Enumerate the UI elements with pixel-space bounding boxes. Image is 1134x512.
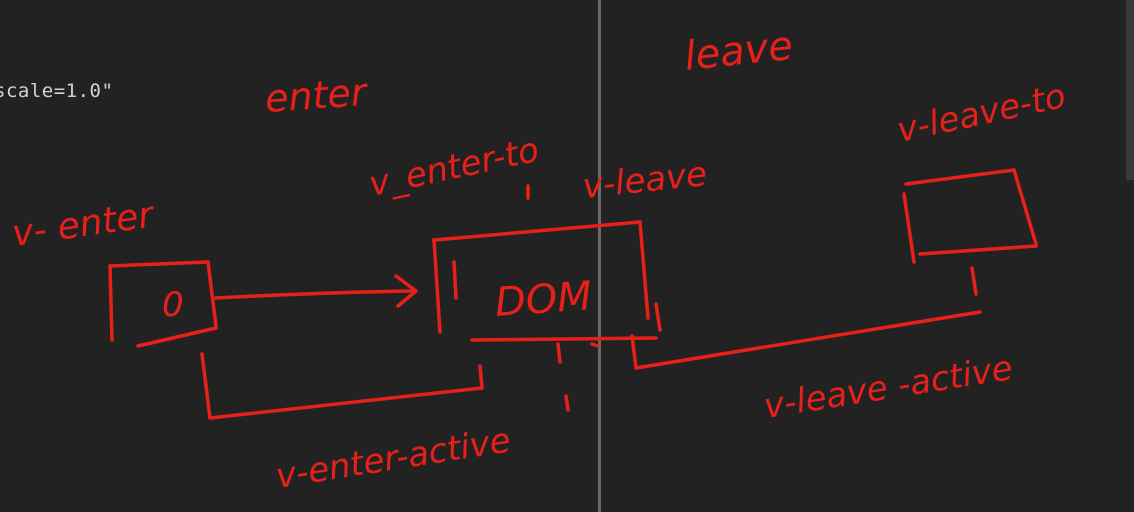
label-v-enter-to: v_enter-to: [366, 130, 543, 205]
tick-mark-mid: [556, 342, 562, 364]
zero-box-bottom: [136, 326, 218, 348]
leave-to-box-left: [902, 192, 916, 264]
label-v-enter: v- enter: [10, 194, 158, 255]
zero-box-top: [108, 260, 210, 268]
dom-box-inner-tick: [452, 260, 458, 300]
dom-box-top: [432, 220, 642, 242]
tick-mark-dot: [590, 342, 600, 348]
enter-active-bracket: [200, 352, 484, 420]
dom-box-label: DOM: [493, 273, 593, 326]
label-v-leave-active: v-leave -active: [761, 348, 1015, 427]
leave-to-box-bottom: [918, 244, 1038, 256]
label-leave: leave: [682, 23, 795, 80]
dom-box-left: [432, 238, 442, 334]
leave-active-bracket: [630, 310, 982, 370]
label-enter: enter: [264, 70, 371, 121]
enter-arrow-shaft: [214, 289, 416, 300]
label-v-enter-active: v-enter-active: [273, 420, 513, 497]
tick-mark-low: [564, 394, 570, 412]
dom-box-right: [638, 220, 650, 320]
zero-box-label: 0: [162, 285, 184, 325]
label-v-leave-to: v-leave-to: [894, 76, 1070, 151]
code-editor-fragment: scale=1.0": [0, 80, 114, 102]
zero-box-right: [206, 260, 218, 328]
leave-active-end-tick: [970, 266, 978, 296]
enter-arrow-head: [394, 274, 418, 308]
leave-to-box-top: [904, 168, 1016, 186]
label-v-leave: v-leave: [581, 154, 709, 207]
zero-box-left: [108, 264, 114, 342]
right-edge-panel: [1126, 0, 1134, 180]
dom-box-bottom-right-tick: [654, 302, 662, 332]
dom-box-bottom: [470, 336, 658, 342]
leave-to-box-right: [1012, 168, 1038, 246]
split-divider[interactable]: [598, 0, 601, 512]
